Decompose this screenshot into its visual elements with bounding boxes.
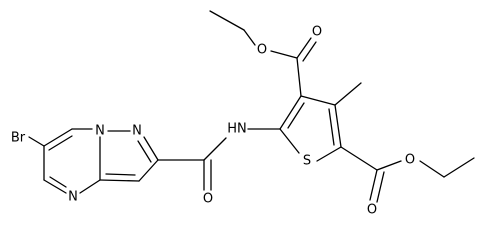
bond-ester-top-co-second: [302, 41, 317, 62]
bond-c6-c7: [43, 128, 73, 147]
bond-ester-bottom-ch2-ch3: [443, 157, 475, 178]
bond-s-c5: [279, 128, 300, 154]
atom-label-n-bridge: N: [95, 124, 105, 139]
bond-c3-c3a: [99, 179, 140, 182]
atom-label-nh: HN: [227, 122, 247, 137]
bond-c5-c4: [279, 95, 302, 130]
bond-ester-top-c-o: [270, 50, 298, 59]
bond-carbonyl-nh: [203, 137, 227, 161]
bond-c2-s: [316, 146, 342, 162]
bond-c5-c4-inner: [287, 102, 305, 129]
atom-label-o-ester-bottom-carbonyl: O: [367, 203, 377, 218]
atom-label-br: Br: [11, 131, 26, 146]
atom-label-o-ester-top-carbonyl: O: [312, 25, 322, 40]
bond-ester-top-co: [296, 37, 312, 59]
atom-label-s: S: [303, 154, 311, 169]
bond-br-c6: [28, 136, 45, 147]
bond-c3-c3a-inner: [105, 173, 136, 176]
atom-label-o-ester-bottom-ether: O: [405, 153, 415, 168]
bond-ester-bottom-co-second: [376, 171, 385, 203]
bond-c2-c3: [138, 159, 159, 182]
bond-c2-ester-carbon: [340, 146, 378, 171]
atom-label-o-ester-top-ether: O: [257, 43, 267, 58]
atom-label-o-amide: O: [203, 192, 213, 207]
bond-c3-c2-inner: [328, 108, 335, 146]
molecule-structure-diagram: Br N N N O HN S O O O O: [11, 10, 475, 218]
bond-c5-n4: [43, 179, 67, 194]
bond-ester-top-ch2-ch3: [209, 10, 245, 31]
bond-n4-c3a: [79, 179, 101, 194]
bond-c3-c2: [334, 104, 342, 148]
bond-ester-bottom-o-ch2: [419, 160, 445, 178]
bond-lines: [28, 10, 475, 203]
bond-c6-c7-inner: [48, 135, 73, 151]
bond-n1-c2: [143, 136, 159, 161]
atom-labels: Br N N N O HN S O O O O: [11, 25, 415, 218]
bond-c5-n4-inner: [49, 176, 67, 188]
bond-c3-methyl: [334, 82, 362, 106]
bond-ester-bottom-co: [369, 169, 378, 201]
bond-c4-c3: [300, 95, 336, 106]
bond-ester-bottom-c-o: [376, 160, 402, 171]
bond-ester-top-o-ch2: [243, 29, 256, 46]
atom-label-n-pyrazole: N: [132, 124, 142, 139]
atom-label-n-pyrimidine: N: [68, 190, 78, 205]
bond-c4-ester-carbon: [296, 57, 302, 97]
bond-n1-c2-inner: [137, 140, 152, 163]
